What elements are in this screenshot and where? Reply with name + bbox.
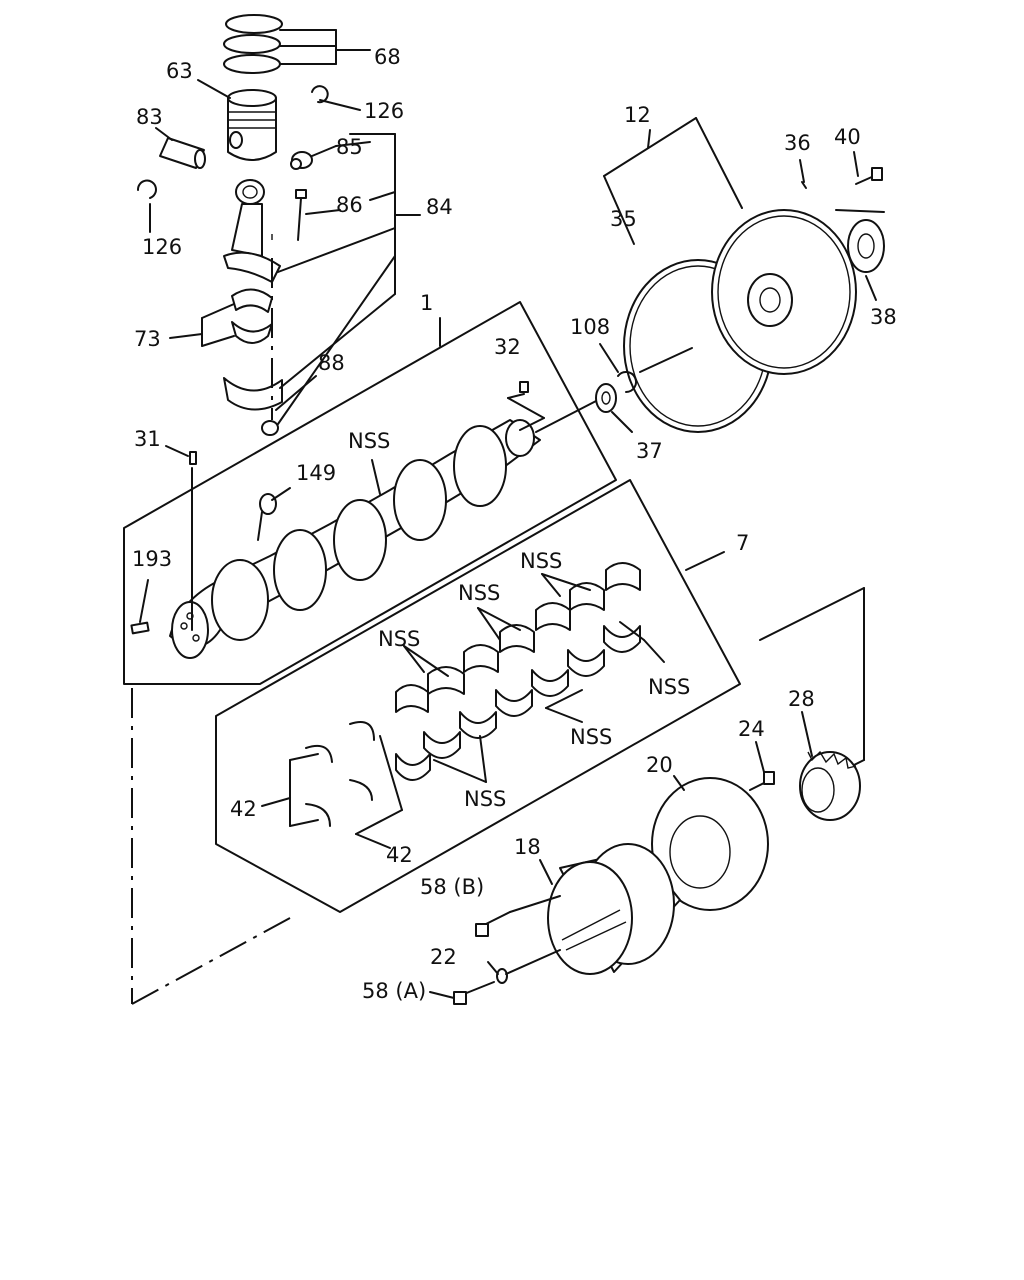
callout-nss-top: NSS — [520, 549, 562, 573]
callout-1: 1 — [420, 291, 433, 315]
callout-58b: 58 (B) — [420, 875, 484, 899]
flywheel-plate-38 — [847, 219, 885, 273]
callout-88: 88 — [318, 351, 345, 375]
callout-35: 35 — [610, 207, 637, 231]
callout-63: 63 — [166, 59, 193, 83]
bolt-58a — [453, 981, 495, 1005]
callout-126-left: 126 — [142, 235, 182, 259]
callout-149: 149 — [296, 461, 336, 485]
damper-pulley-20 — [651, 777, 769, 911]
callout-42-right: 42 — [386, 843, 413, 867]
thrust-washers — [305, 721, 375, 827]
callout-58a: 58 (A) — [362, 979, 426, 1003]
rod-bearing-upper — [231, 288, 273, 344]
callout-18: 18 — [514, 835, 541, 859]
oil-seal-37 — [595, 383, 617, 413]
dowel-pin-31 — [189, 451, 197, 465]
callout-40: 40 — [834, 125, 861, 149]
piston-ring-set — [223, 14, 283, 74]
crank-leaders — [139, 393, 599, 631]
callout-73: 73 — [134, 327, 161, 351]
rod-cap — [223, 377, 283, 411]
crankshaft — [169, 419, 541, 659]
crank-pulley-18 — [547, 843, 681, 975]
callout-85: 85 — [336, 135, 363, 159]
callout-nss-right: NSS — [648, 675, 690, 699]
callout-42-left: 42 — [230, 797, 257, 821]
callout-nss-bottom: NSS — [464, 787, 506, 811]
main-bearing-group-outline — [215, 479, 741, 913]
callout-28: 28 — [788, 687, 815, 711]
callout-36: 36 — [784, 131, 811, 155]
pin-36 — [801, 181, 807, 189]
callout-nss-crank: NSS — [348, 429, 390, 453]
callout-nss-left: NSS — [378, 627, 420, 651]
callout-nss-mid: NSS — [458, 581, 500, 605]
pin-193 — [130, 621, 150, 635]
callout-108: 108 — [570, 315, 610, 339]
callout-20: 20 — [646, 753, 673, 777]
main-bearings — [395, 562, 641, 781]
bolt-24 — [749, 771, 775, 791]
crank-gear-149 — [259, 493, 277, 515]
piston-leaders — [149, 29, 421, 425]
callout-32: 32 — [494, 335, 521, 359]
callout-24: 24 — [738, 717, 765, 741]
flywheel-leaders — [599, 117, 885, 433]
callout-31: 31 — [134, 427, 161, 451]
rod-cap-nut — [261, 420, 279, 436]
piston — [227, 89, 277, 161]
bearing-leaders — [261, 573, 665, 849]
bolt-58b — [475, 911, 511, 937]
crankshaft-group-outline — [123, 301, 617, 685]
front-leaders — [429, 711, 813, 999]
callout-86: 86 — [336, 193, 363, 217]
callout-12: 12 — [624, 103, 651, 127]
rod-bolt — [295, 189, 307, 241]
callout-nss-lower: NSS — [570, 725, 612, 749]
snap-ring-lower — [136, 179, 157, 199]
callout-193: 193 — [132, 547, 172, 571]
pin-32 — [519, 381, 529, 393]
connecting-rod — [223, 179, 281, 283]
callout-7: 7 — [736, 531, 749, 555]
callout-126-top: 126 — [364, 99, 404, 123]
callout-22: 22 — [430, 945, 457, 969]
crank-gear-28 — [799, 750, 861, 821]
small-end-bushing — [290, 151, 313, 170]
pilot-bearing-108 — [617, 371, 637, 393]
callout-84: 84 — [426, 195, 453, 219]
flywheel — [711, 209, 857, 375]
bolt-40 — [855, 167, 883, 185]
callout-68: 68 — [374, 45, 401, 69]
callout-83: 83 — [136, 105, 163, 129]
callout-38: 38 — [870, 305, 897, 329]
washer-22 — [496, 968, 508, 984]
piston-pin — [159, 137, 206, 169]
callout-37: 37 — [636, 439, 663, 463]
